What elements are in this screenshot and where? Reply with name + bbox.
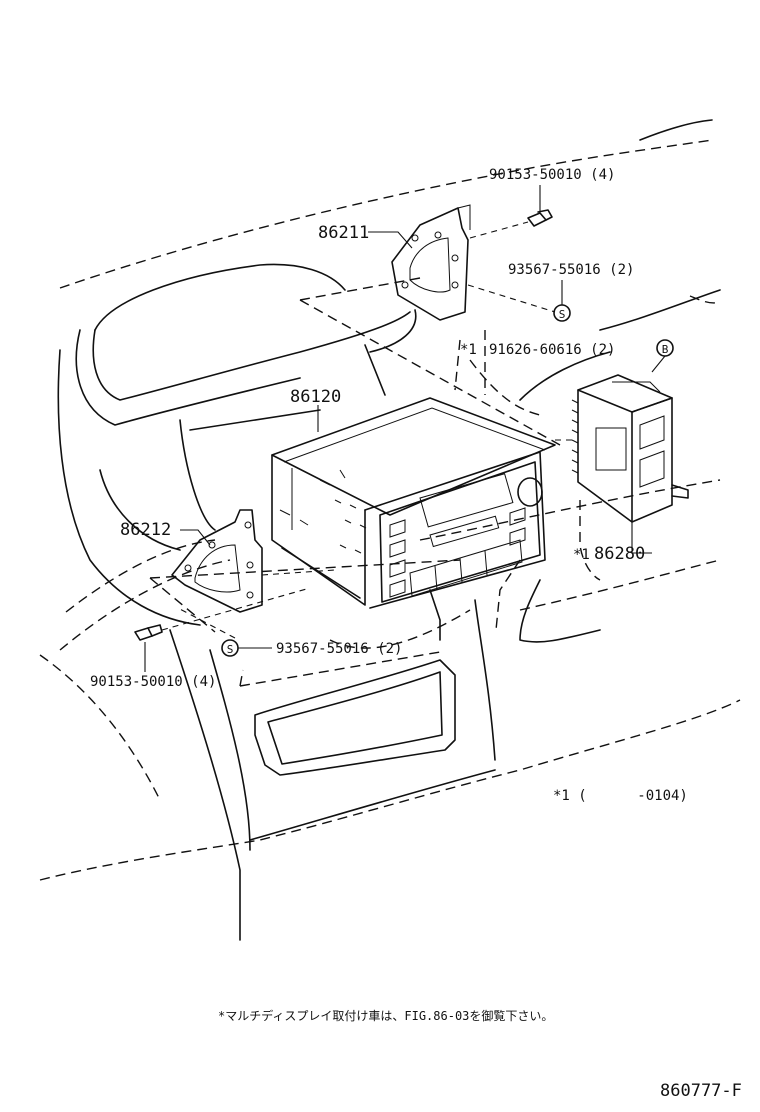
label-nut-top: 93567-55016 (2): [508, 262, 634, 278]
s-symbol-top-icon: S: [553, 304, 571, 322]
b-symbol-icon: B: [656, 339, 674, 357]
b-symbol-text: B: [662, 343, 669, 356]
dashboard-outline: [39, 119, 741, 881]
amplifier-86280: [571, 374, 689, 523]
s-symbol-bottom-text: S: [227, 643, 234, 656]
s-symbol-bottom-icon: S: [221, 639, 239, 657]
bolt-top-icon: [527, 209, 553, 227]
label-bracket-86212: 86212: [120, 520, 171, 540]
part-labels: 90153-50010 (4) 86211 93567-55016 (2) *1…: [90, 167, 645, 690]
japanese-reference-note: *マルチディスプレイ取付け車は、FIG.86-03を御覧下さい。: [218, 1008, 553, 1023]
label-nut-bottom: 93567-55016 (2): [276, 641, 402, 657]
bracket-86212: [171, 509, 263, 613]
label-screw: 91626-60616 (2): [489, 342, 615, 358]
bracket-86211: [391, 204, 471, 321]
label-bracket-86211: 86211: [318, 223, 369, 243]
label-bolt-bottom: 90153-50010 (4): [90, 674, 216, 690]
radio-unit-86120: [271, 397, 556, 609]
footnote-applicability: *1 ( -0104): [553, 788, 688, 804]
label-bolt-top: 90153-50010 (4): [489, 167, 615, 183]
label-amp-marker: *1: [573, 547, 590, 563]
figure-number: 860777-F: [660, 1081, 742, 1101]
s-symbol-top-text: S: [559, 308, 566, 321]
label-amplifier-86280: 86280: [594, 544, 645, 564]
dashboard-contours: [57, 263, 721, 941]
leader-lines: [144, 185, 666, 672]
label-screw-marker: *1: [460, 342, 477, 358]
label-radio-86120: 86120: [290, 387, 341, 407]
bolt-bottom-icon: [134, 624, 163, 641]
